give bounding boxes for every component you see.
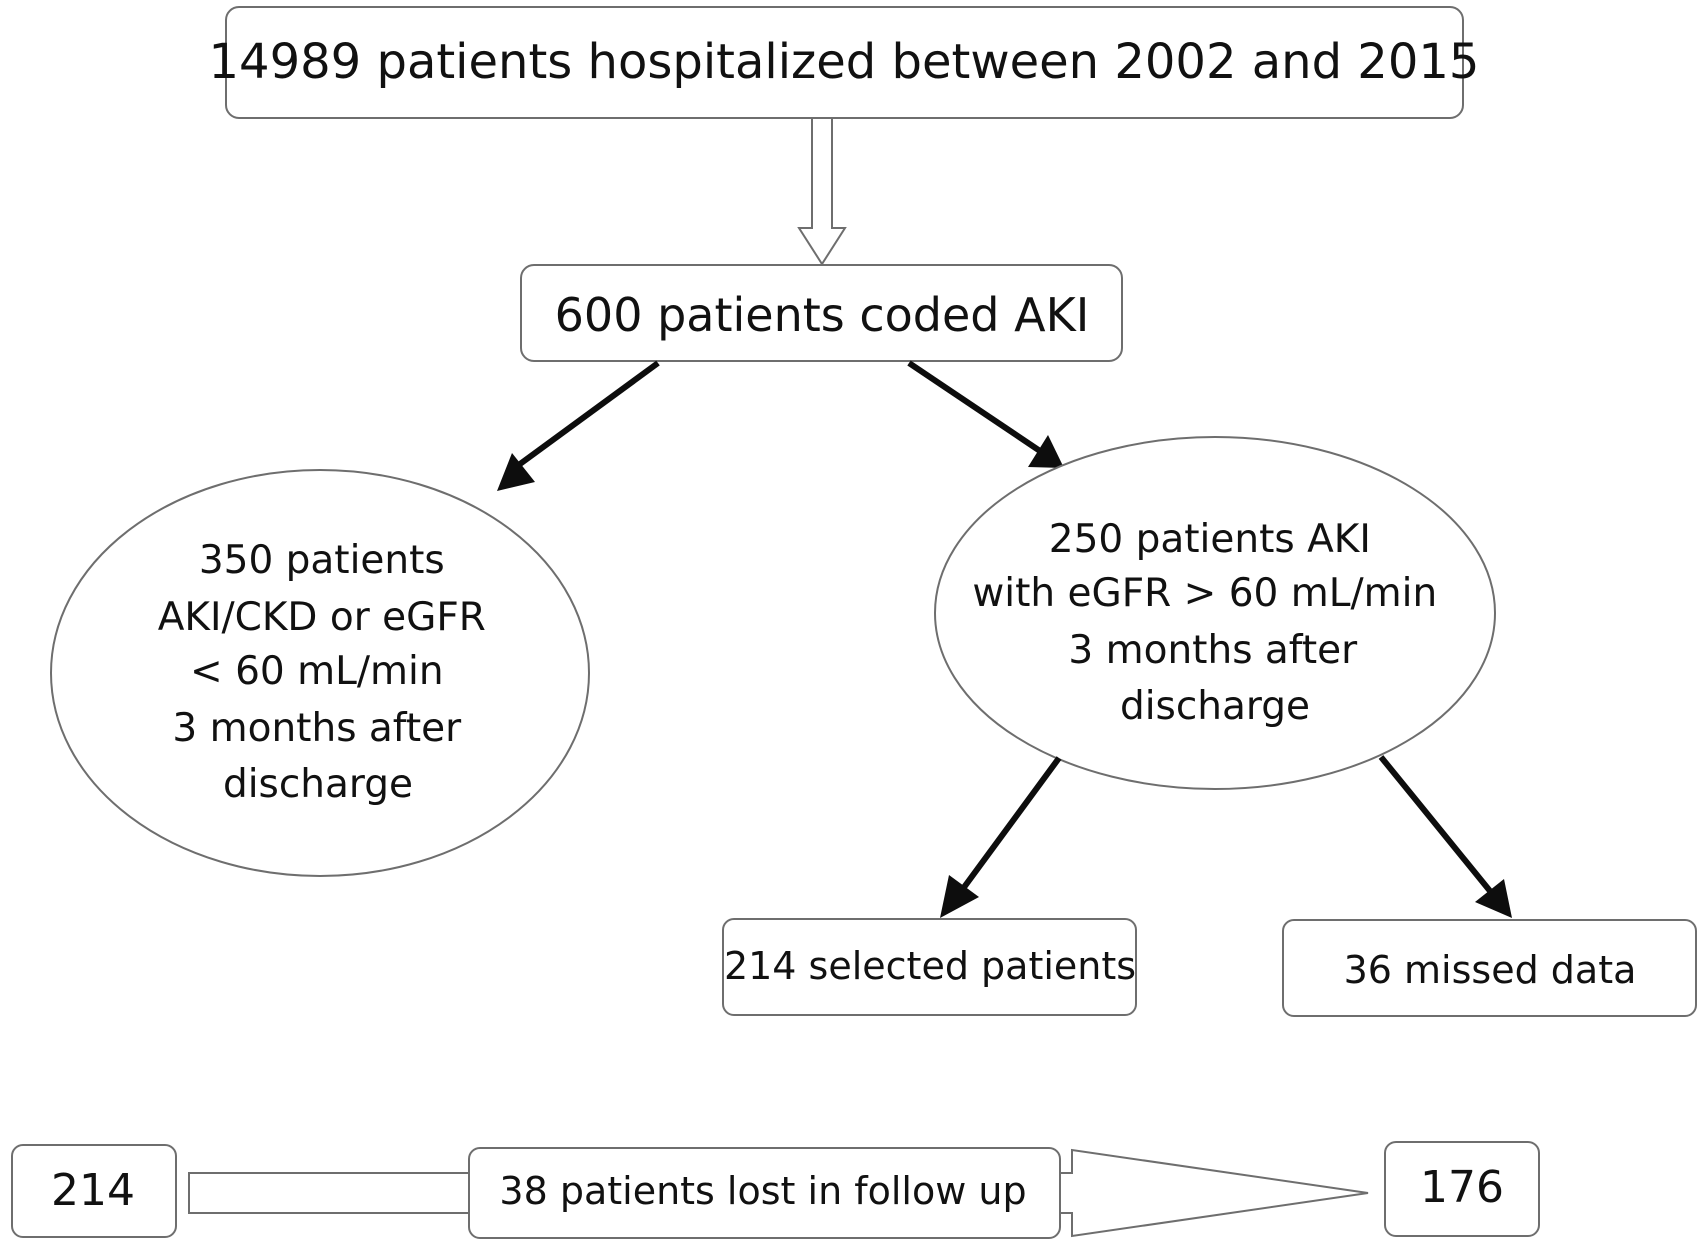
lost-followup-line: 38 patients lost in follow up xyxy=(499,1169,1026,1213)
aki-egfr-line-4: discharge xyxy=(1120,684,1310,729)
aki-ckd-line-1: 350 patients xyxy=(199,538,445,583)
missed-line: 36 missed data xyxy=(1344,948,1637,992)
aki-egfr-line-3: 3 months after xyxy=(1068,628,1358,673)
aki-egfr-line-1: 250 patients AKI xyxy=(1049,517,1371,562)
aki-ckd-line-2: AKI/CKD or eGFR xyxy=(158,595,486,640)
followup-start-box xyxy=(11,1144,177,1238)
aki-ckd-ellipse xyxy=(50,469,590,877)
selected-box xyxy=(722,918,1137,1016)
selected-text: 214 selected patients xyxy=(724,944,1136,988)
hospitalized-line: 14989 patients hospitalized between 2002… xyxy=(209,34,1480,90)
aki-egfr-line-2: with eGFR > 60 mL/min xyxy=(972,571,1437,616)
followup-end-text: 176 xyxy=(1420,1162,1504,1213)
aki-egfr-ellipse xyxy=(934,436,1496,790)
coded-aki-text: 600 patients coded AKI xyxy=(555,288,1090,342)
arrow-to-aki-egfr xyxy=(907,360,1064,468)
followup-arrow-head xyxy=(1057,1148,1369,1238)
followup-end-box xyxy=(1384,1141,1540,1237)
aki-ckd-line-3: < 60 mL/min xyxy=(190,649,444,694)
aki-ckd-line-4: 3 months after xyxy=(172,706,462,751)
missed-text: 36 missed data xyxy=(1344,948,1637,992)
aki-egfr-text: 250 patients AKI with eGFR > 60 mL/min 3… xyxy=(972,517,1449,729)
selected-line: 214 selected patients xyxy=(724,944,1136,988)
followup-arrow-shaft xyxy=(188,1172,480,1214)
lost-followup-text: 38 patients lost in follow up xyxy=(499,1169,1026,1213)
coded-aki-box xyxy=(520,264,1123,362)
missed-box xyxy=(1282,919,1697,1017)
lost-followup-box xyxy=(468,1147,1061,1239)
arrow-to-aki-ckd xyxy=(497,360,660,491)
arrow-to-missed xyxy=(1378,755,1512,918)
hollow-down-arrow xyxy=(797,117,847,266)
coded-aki-line: 600 patients coded AKI xyxy=(555,288,1090,342)
followup-start-line: 214 xyxy=(51,1165,135,1216)
aki-ckd-text: 350 patients AKI/CKD or eGFR < 60 mL/min… xyxy=(158,538,499,807)
arrow-to-selected xyxy=(940,756,1062,918)
followup-end-line: 176 xyxy=(1420,1162,1504,1213)
hospitalized-text: 14989 patients hospitalized between 2002… xyxy=(209,34,1480,90)
followup-start-text: 214 xyxy=(51,1165,135,1216)
hospitalized-box xyxy=(225,6,1464,119)
aki-ckd-line-5: discharge xyxy=(223,762,413,807)
